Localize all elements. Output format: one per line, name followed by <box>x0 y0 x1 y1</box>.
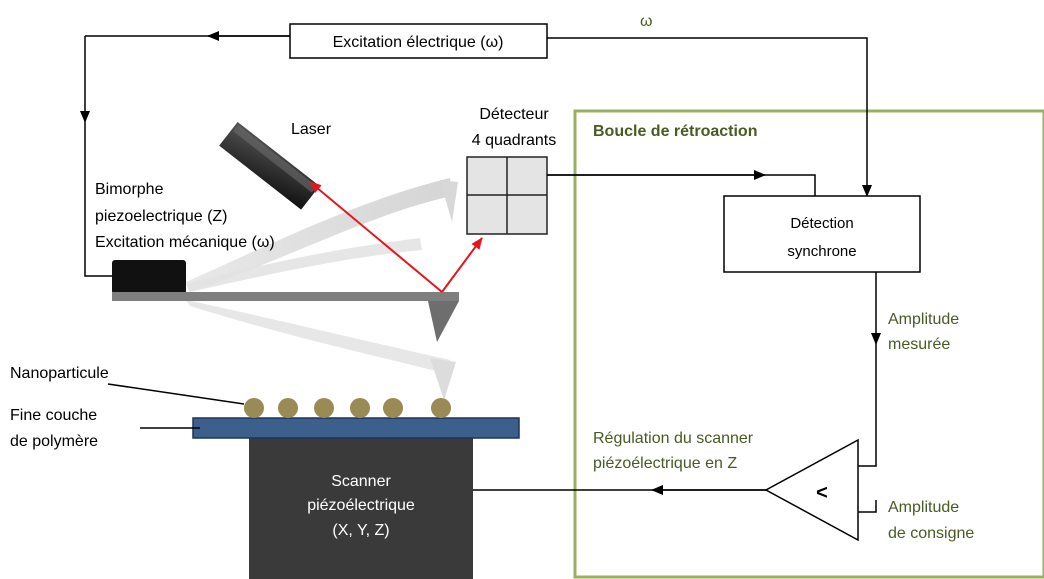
polymer-label-line1: Fine couche <box>10 407 97 424</box>
detector-label-line2: 4 quadrants <box>472 132 557 149</box>
cantilever-tip <box>428 301 459 342</box>
regulation-label-line1: Régulation du scanner <box>593 430 754 447</box>
detector-label-line1: Détecteur <box>479 106 549 123</box>
omega-label: ω <box>640 13 653 30</box>
nanoparticle-leader <box>107 383 245 405</box>
scanner-label-line1: Scanner <box>331 473 391 490</box>
ghost-cantilever-lower <box>186 300 450 374</box>
setpoint-wire <box>858 500 877 513</box>
bimorph-feed-wire <box>84 122 112 277</box>
cantilever-beam <box>112 292 459 301</box>
detector-signal-wire <box>547 174 816 196</box>
bimorph-label-line1: Bimorphe <box>95 181 164 198</box>
ghost-cantilever-mid <box>186 238 422 292</box>
nanoparticle <box>383 398 403 418</box>
scanner-label-line3: (X, Y, Z) <box>332 522 389 539</box>
electrical-excitation-label: Excitation électrique (ω) <box>333 34 504 51</box>
laser-device <box>219 121 320 210</box>
feedback-loop-region <box>573 109 1044 579</box>
synchronous-detection-line1: Détection <box>790 215 853 232</box>
quadrant-detector <box>466 156 548 235</box>
ghost-cantilever-upper-tip <box>440 180 458 222</box>
laser-label: Laser <box>291 121 332 138</box>
scanner-label-line2: piézoélectrique <box>307 497 415 514</box>
synchronous-detection-line2: synchrone <box>787 243 856 260</box>
measured-amplitude-line1: Amplitude <box>888 311 959 328</box>
nanoparticle <box>431 398 451 418</box>
ghost-cantilever-upper <box>186 178 452 292</box>
nanoparticle <box>244 398 264 418</box>
regulation-label-line2: piézoélectrique en Z <box>593 455 737 472</box>
comparator-symbol: < <box>816 482 828 504</box>
electrical-excitation-box <box>289 23 548 59</box>
setpoint-label-line1: Amplitude <box>888 499 959 516</box>
scanner-block <box>249 438 473 579</box>
nanoparticles <box>244 398 451 418</box>
laser-beam-reflected-to-source <box>309 181 443 293</box>
polymer-label-line2: de polymère <box>10 433 98 450</box>
polymer-layer <box>192 417 520 439</box>
laser-beam-to-detector <box>441 237 483 293</box>
setpoint-label-line2: de consigne <box>888 525 974 542</box>
omega-wire <box>547 37 872 197</box>
nanoparticle <box>314 398 334 418</box>
nanoparticle-label: Nanoparticule <box>10 365 109 382</box>
measured-amplitude-line2: mesurée <box>888 336 950 353</box>
ghost-cantilever-lower-tip <box>430 358 456 400</box>
nanoparticle <box>350 398 370 418</box>
bimorph-piezo-block <box>112 260 186 294</box>
comparator-triangle <box>764 438 859 542</box>
synchronous-detection-box <box>723 195 921 273</box>
measured-amplitude-wire-lower <box>858 344 877 467</box>
bimorph-label-line3: Excitation mécanique (ω) <box>95 234 275 251</box>
nanoparticle <box>278 398 298 418</box>
bimorph-label-line2: piezoelectrique (Z) <box>95 208 228 225</box>
feedback-loop-title: Boucle de rétroaction <box>593 123 757 140</box>
